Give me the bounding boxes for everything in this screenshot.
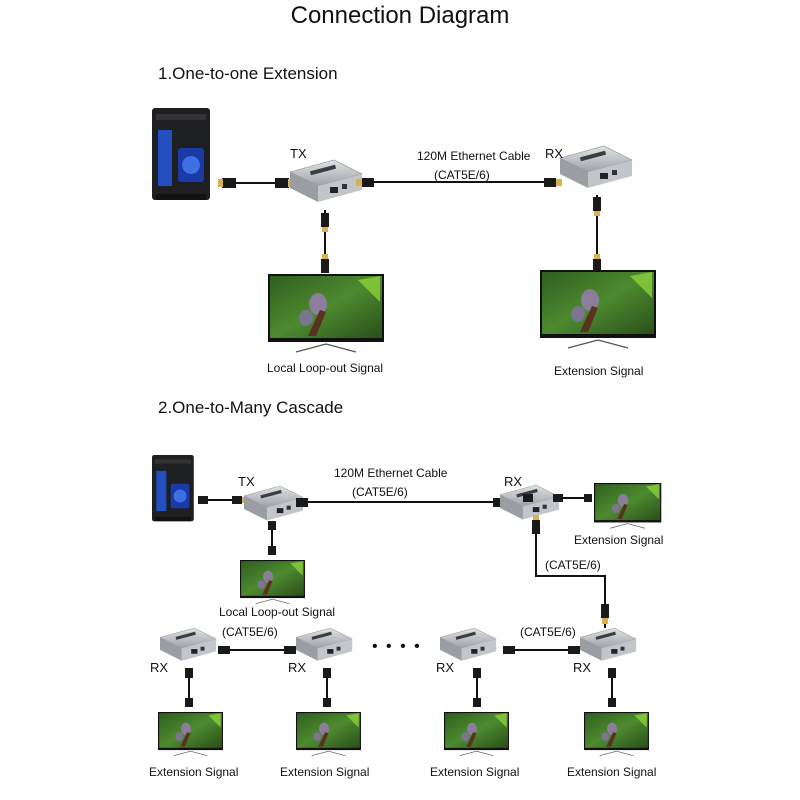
chain-rx-device-2 [295, 627, 353, 662]
chain-tv-icon-2 [295, 711, 362, 757]
chain-caption-4: Extension Signal [567, 765, 657, 779]
cable-type-label: (CAT5E/6) [434, 168, 490, 182]
local-loopout-tv-icon-2 [239, 559, 306, 605]
hdmi-cable-rx-to-ext-tv [593, 195, 601, 273]
ellipsis-more-receivers: • • • • [372, 638, 422, 655]
source-pc-tower-icon-2 [152, 455, 194, 522]
hdmi-cable-pc-to-tx [218, 178, 293, 188]
rx-extender-device [559, 145, 633, 189]
hdmi-cable-tx-to-local-tv-2 [268, 521, 276, 555]
hdmi-cable-tx-to-local-tv [321, 210, 329, 273]
chain-rx-label-4: RX [573, 660, 592, 675]
tx-extender-device [289, 159, 363, 203]
tx-extender-device-2 [243, 485, 304, 521]
page-title: Connection Diagram [290, 2, 510, 29]
cable-type-label-2: (CAT5E/6) [352, 485, 408, 499]
chain-tv-icon-4 [583, 711, 650, 757]
chain-cable-type-label-1: (CAT5E/6) [222, 625, 278, 639]
local-loopout-caption-2: Local Loop-out Signal [219, 605, 336, 619]
local-loopout-tv-icon [267, 273, 385, 353]
cascade-chain [159, 627, 637, 662]
chain-tv-icon-3 [443, 711, 510, 757]
chain-rx-label-3: RX [436, 660, 455, 675]
cable-label-2: 120M Ethernet Cable [334, 466, 448, 480]
hdmi-cable-pc-to-tx-2 [198, 496, 246, 504]
chain-caption-1: Extension Signal [149, 765, 239, 779]
rx-extender-device-2 [499, 484, 560, 520]
chain-rx-device-4 [579, 627, 637, 662]
chain-caption-3: Extension Signal [430, 765, 520, 779]
ethernet-cable-main [356, 178, 562, 187]
ethernet-cable-main-2 [296, 498, 510, 507]
tx-label: TX [290, 146, 307, 161]
rx-label: RX [545, 146, 564, 161]
chain-rx-device-1 [159, 627, 217, 662]
chain-hdmi-cables [185, 668, 616, 707]
tx-label-2: TX [238, 474, 255, 489]
chain-caption-2: Extension Signal [280, 765, 370, 779]
rx-label-2: RX [504, 474, 523, 489]
extension-tv-icon [539, 269, 657, 349]
chain-rx-label-1: RX [150, 660, 169, 675]
extension-caption-2: Extension Signal [574, 533, 664, 547]
hdmi-cable-rx-to-ext-tv-2 [523, 494, 592, 502]
cable-label: 120M Ethernet Cable [417, 149, 531, 163]
section-1-heading: 1.One-to-one Extension [158, 64, 338, 83]
chain-tv-icon-1 [157, 711, 224, 757]
extension-tv-icon-2 [593, 482, 662, 529]
cascade-cable-type-label: (CAT5E/6) [545, 558, 601, 572]
chain-rx-label-2: RX [288, 660, 307, 675]
extension-caption: Extension Signal [554, 364, 644, 378]
source-pc-tower-icon [152, 108, 210, 200]
local-loopout-caption: Local Loop-out Signal [267, 361, 384, 375]
chain-cable-type-label-2: (CAT5E/6) [520, 625, 576, 639]
chain-rx-device-3 [439, 627, 497, 662]
section-2-heading: 2.One-to-Many Cascade [158, 398, 344, 417]
cascade-ethernet-cable [532, 515, 609, 628]
